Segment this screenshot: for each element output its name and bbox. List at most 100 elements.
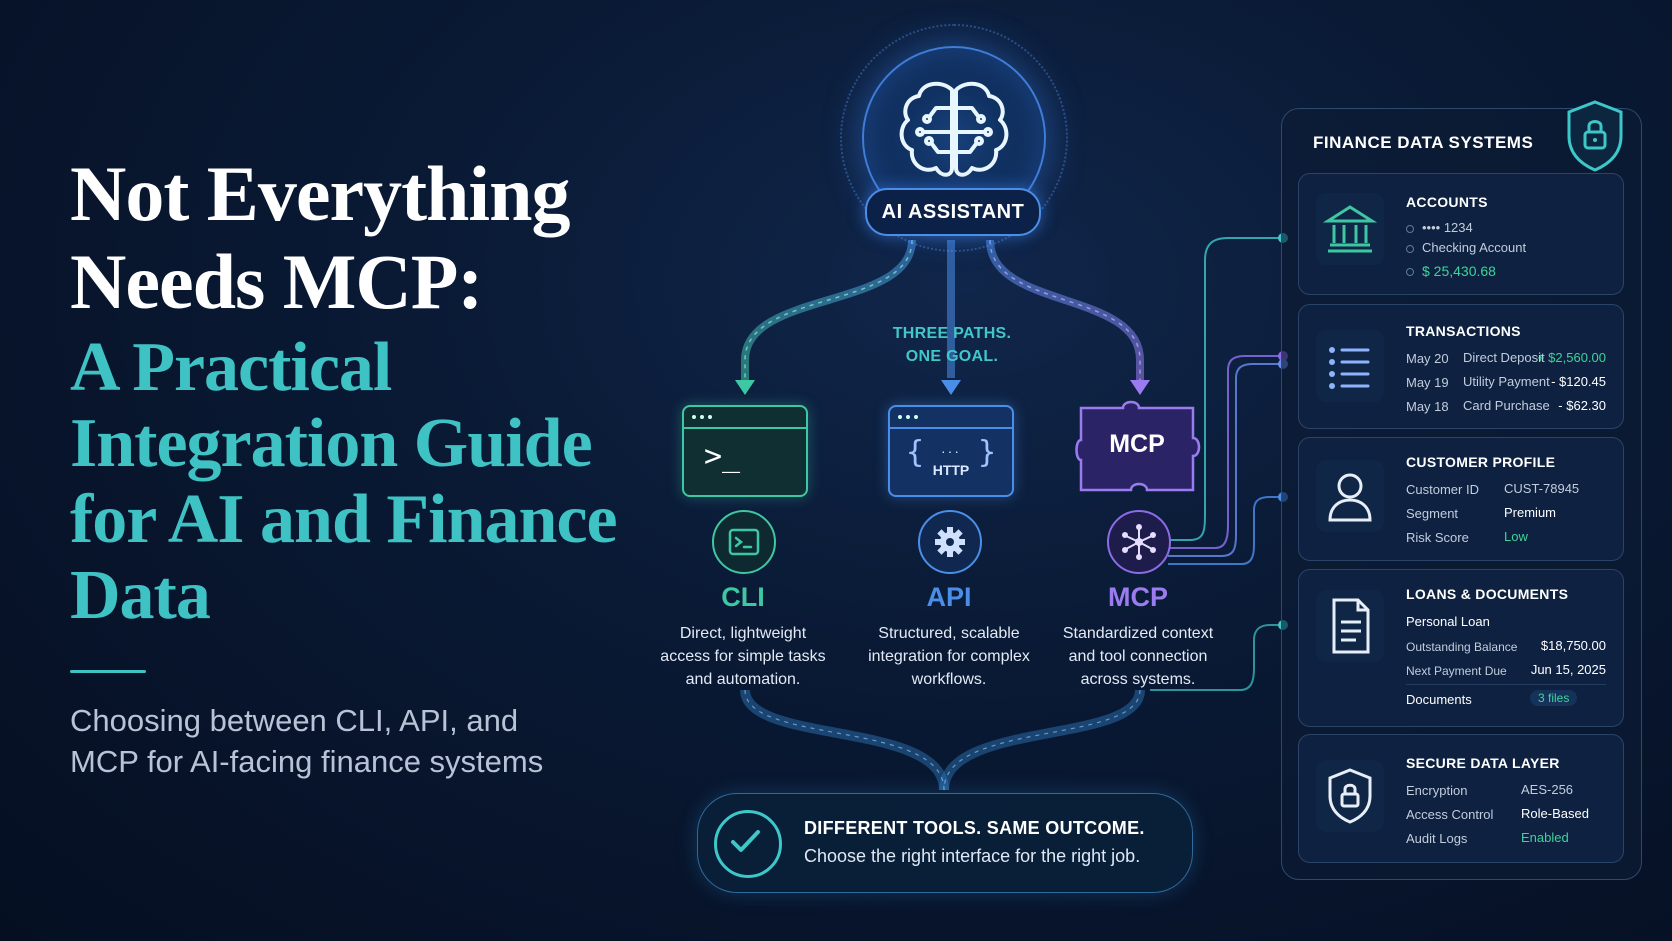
three-paths-note: THREE PATHS. ONE GOAL.	[880, 322, 1024, 368]
secure-rows: Encryption AES-256 Access Control Role-B…	[1406, 782, 1606, 854]
api-window: {} ··· HTTP	[888, 405, 1014, 497]
cli-description: Direct, lightweight access for simple ta…	[660, 625, 826, 688]
documents-label: Documents	[1406, 692, 1472, 707]
transaction-desc: Card Purchase	[1463, 398, 1550, 413]
cli-terminal-icon	[712, 510, 776, 574]
transaction-date: May 18	[1406, 399, 1449, 414]
customer-row: Customer ID CUST-78945	[1406, 481, 1606, 505]
transaction-rows: May 20 Direct Deposit + $2,560.00 May 19…	[1406, 350, 1606, 422]
transaction-row[interactable]: May 18 Card Purchase - $62.30	[1406, 398, 1606, 422]
transaction-amount: - $120.45	[1551, 374, 1606, 389]
braces-icon: {}	[906, 435, 996, 470]
outcome-subtitle: Choose the right interface for the right…	[804, 846, 1141, 866]
encryption-label: Encryption	[1406, 783, 1468, 798]
outcome-title: DIFFERENT TOOLS. SAME OUTCOME.	[804, 818, 1145, 838]
document-icon	[1316, 590, 1384, 662]
outstanding-balance-value: $18,750.00	[1540, 638, 1606, 653]
bullet-icon	[1406, 224, 1414, 233]
list-icon	[1316, 330, 1384, 402]
secure-title: SECURE DATA LAYER	[1406, 755, 1560, 771]
cli-window: >_	[682, 405, 808, 497]
documents-count-badge[interactable]: 3 files	[1530, 690, 1578, 706]
three-paths-line2: ONE GOAL.	[905, 348, 999, 365]
shield-lock-icon	[1563, 98, 1627, 174]
outstanding-balance-label: Outstanding Balance	[1406, 640, 1518, 654]
loan-row: Outstanding Balance $18,750.00	[1406, 638, 1606, 662]
transactions-title: TRANSACTIONS	[1406, 323, 1521, 339]
account-type-row: Checking Account	[1406, 240, 1526, 255]
transaction-desc: Utility Payment	[1463, 374, 1550, 389]
three-paths-line1: THREE PATHS.	[892, 325, 1012, 342]
segment-value: Premium	[1504, 505, 1557, 520]
ellipsis-icon: ···	[941, 443, 961, 459]
terminal-prompt-icon: >_	[704, 439, 741, 474]
encryption-value: AES-256	[1521, 782, 1574, 797]
bullet-icon	[1406, 268, 1414, 277]
risk-score-label: Risk Score	[1406, 530, 1469, 545]
loan-rows: Outstanding Balance $18,750.00 Next Paym…	[1406, 638, 1606, 686]
api-title: API	[926, 582, 972, 612]
transaction-amount: - $62.30	[1558, 398, 1606, 413]
loans-divider	[1406, 684, 1606, 685]
next-payment-value: Jun 15, 2025	[1530, 662, 1606, 677]
account-balance-row: $ 25,430.68	[1406, 263, 1496, 279]
loans-title: LOANS & DOCUMENTS	[1406, 586, 1569, 602]
customer-id-value: CUST-78945	[1504, 481, 1580, 496]
mcp-puzzle-label: MCP	[1109, 430, 1165, 458]
headline-white: Not Everything Needs MCP:	[70, 150, 570, 326]
user-icon	[1316, 460, 1384, 532]
api-description: Structured, scalable integration for com…	[868, 625, 1030, 688]
http-label: HTTP	[932, 462, 970, 478]
api-gear-icon	[918, 510, 982, 574]
mcp-puzzle: MCP	[1075, 400, 1205, 496]
transaction-date: May 20	[1406, 351, 1449, 366]
accounts-title: ACCOUNTS	[1406, 194, 1488, 210]
secure-row: Audit Logs Enabled	[1406, 830, 1606, 854]
ai-assistant-label: AI ASSISTANT	[865, 188, 1041, 236]
account-balance: $ 25,430.68	[1422, 263, 1496, 279]
api-window-bar	[890, 407, 1012, 429]
customer-id-label: Customer ID	[1406, 482, 1479, 497]
bank-icon	[1316, 193, 1384, 265]
risk-score-value: Low	[1504, 529, 1528, 544]
audit-logs-value: Enabled	[1521, 830, 1569, 845]
segment-label: Segment	[1406, 506, 1459, 521]
access-control-label: Access Control	[1406, 807, 1494, 822]
transaction-row[interactable]: May 20 Direct Deposit + $2,560.00	[1406, 350, 1606, 374]
loan-row: Next Payment Due Jun 15, 2025	[1406, 662, 1606, 686]
brain-icon	[899, 81, 1009, 177]
headline-line1: Not Everything	[70, 150, 570, 237]
customer-row: Risk Score Low	[1406, 529, 1606, 553]
headline-teal: A Practical Integration Guide for AI and…	[70, 329, 618, 634]
mcp-title: MCP	[1108, 582, 1168, 612]
shield-icon	[1316, 760, 1384, 832]
access-control-value: Role-Based	[1521, 806, 1589, 821]
cli-title: CLI	[721, 582, 765, 612]
transaction-date: May 19	[1406, 375, 1449, 390]
next-payment-label: Next Payment Due	[1406, 664, 1507, 678]
secure-row: Encryption AES-256	[1406, 782, 1606, 806]
check-icon	[714, 810, 782, 878]
account-number: •••• 1234	[1422, 220, 1473, 235]
mcp-description: Standardized context and tool connection…	[1062, 625, 1214, 688]
loan-name: Personal Loan	[1406, 614, 1490, 629]
transaction-row[interactable]: May 19 Utility Payment - $120.45	[1406, 374, 1606, 398]
headline-divider	[70, 670, 146, 673]
transaction-amount: + $2,560.00	[1536, 350, 1606, 365]
cli-window-bar	[684, 407, 806, 429]
brain-halo	[840, 24, 1068, 252]
headline-line2: Needs MCP:	[70, 238, 483, 325]
transaction-desc: Direct Deposit	[1463, 350, 1545, 365]
mcp-network-icon	[1107, 510, 1171, 574]
bullet-icon	[1406, 244, 1414, 253]
customer-title: CUSTOMER PROFILE	[1406, 454, 1556, 470]
account-number-row: •••• 1234	[1406, 220, 1473, 235]
puzzle-icon	[1075, 400, 1201, 492]
customer-rows: Customer ID CUST-78945 Segment Premium R…	[1406, 481, 1606, 553]
account-type: Checking Account	[1422, 240, 1527, 255]
secure-row: Access Control Role-Based	[1406, 806, 1606, 830]
customer-row: Segment Premium	[1406, 505, 1606, 529]
audit-logs-label: Audit Logs	[1406, 831, 1468, 846]
panel-title: FINANCE DATA SYSTEMS	[1313, 133, 1534, 152]
